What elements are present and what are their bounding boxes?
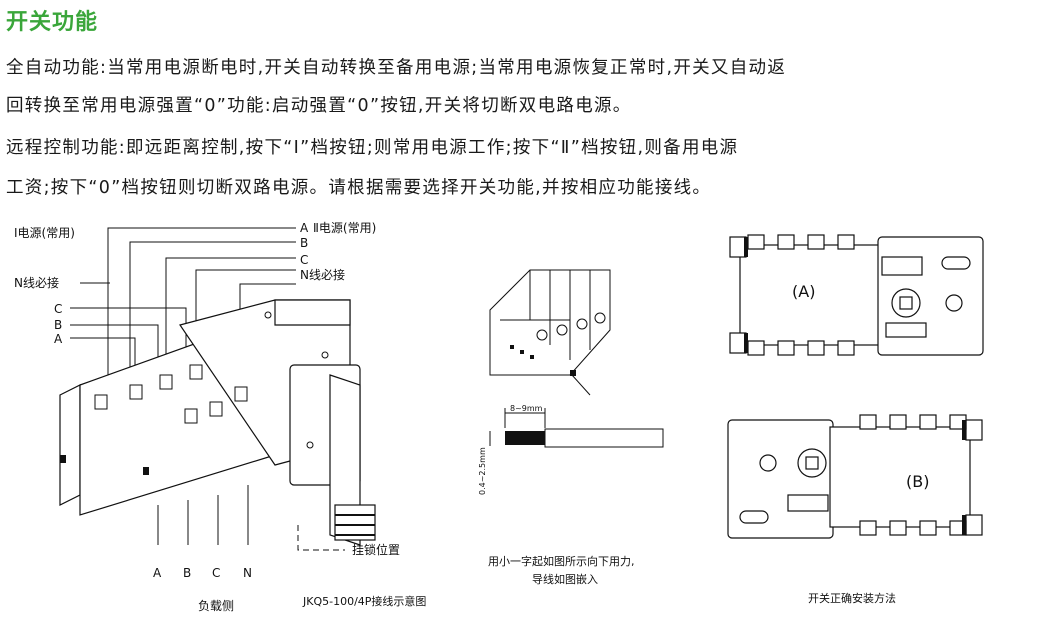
orientation-a-label: (A)	[792, 282, 815, 301]
neutral-left-label: N线必接	[14, 275, 59, 290]
source-1-label: Ⅰ电源(常用)	[14, 226, 75, 240]
source-1-phase-a-label: A	[54, 332, 63, 346]
installation-caption: 开关正确安装方法	[808, 591, 896, 605]
source-1-phase-c-label: C	[54, 302, 62, 316]
load-phase-c-label: C	[212, 566, 220, 580]
source-1-phase-b-label: B	[54, 318, 62, 332]
terminal-strip-diagram: 8~9mm 0.4~2.5mm 用小一字起如图所示向下用力, 导线如图嵌入	[478, 269, 664, 586]
wiring-diagram: Ⅰ电源(常用) A Ⅱ电源(常用) B C N线必接 N线必接 C B A 挂锁…	[14, 221, 426, 613]
load-phase-a-label: A	[153, 566, 162, 580]
function-text-line-3: 远程控制功能:即远距离控制,按下“Ⅰ”档按钮;则常用电源工作;按下“Ⅱ”档按钮,…	[6, 138, 739, 158]
wiring-caption: JKQ5-100/4P接线示意图	[302, 594, 426, 608]
source-2-label: Ⅱ电源(常用)	[313, 221, 376, 235]
source-2-phase-a-label: A	[300, 221, 309, 235]
load-neutral-label: N	[243, 566, 252, 580]
wire-thickness-label: 0.4~2.5mm	[478, 447, 487, 495]
neutral-right-label: N线必接	[300, 267, 345, 282]
load-phase-b-label: B	[183, 566, 191, 580]
strip-length-label: 8~9mm	[510, 404, 543, 413]
strip-note-line-1: 用小一字起如图所示向下用力,	[488, 554, 635, 568]
load-side-label: 负载侧	[198, 599, 234, 613]
function-text-line-1: 全自动功能:当常用电源断电时,开关自动转换至备用电源;当常用电源恢复正常时,开关…	[6, 58, 787, 78]
source-2-phase-c-label: C	[300, 253, 308, 267]
source-2-phase-b-label: B	[300, 236, 308, 250]
function-text-line-2: 回转换至常用电源强置“0”功能:启动强置“0”按钮,开关将切断双电路电源。	[6, 96, 632, 116]
installation-diagram: (A) (B) 开关正确安装方法	[727, 234, 984, 605]
strip-note-line-2: 导线如图嵌入	[532, 572, 598, 586]
function-text-line-4: 工资;按下“0”档按钮则切断双路电源。请根据需要选择开关功能,并按相应功能接线。	[6, 178, 712, 198]
orientation-b-label: (B)	[906, 472, 929, 491]
lock-position-label: 挂锁位置	[352, 542, 400, 557]
section-heading: 开关功能	[6, 10, 99, 35]
